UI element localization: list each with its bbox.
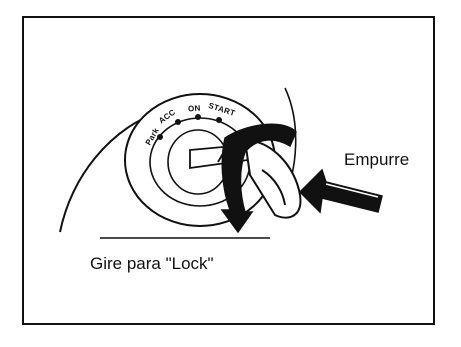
turn-arrow-icon (220, 123, 297, 234)
push-label: Empurre (344, 150, 410, 169)
push-arrow-icon (298, 168, 383, 214)
position-label-on: ON (187, 103, 201, 114)
turn-caption: Gire para "Lock" (90, 254, 214, 273)
